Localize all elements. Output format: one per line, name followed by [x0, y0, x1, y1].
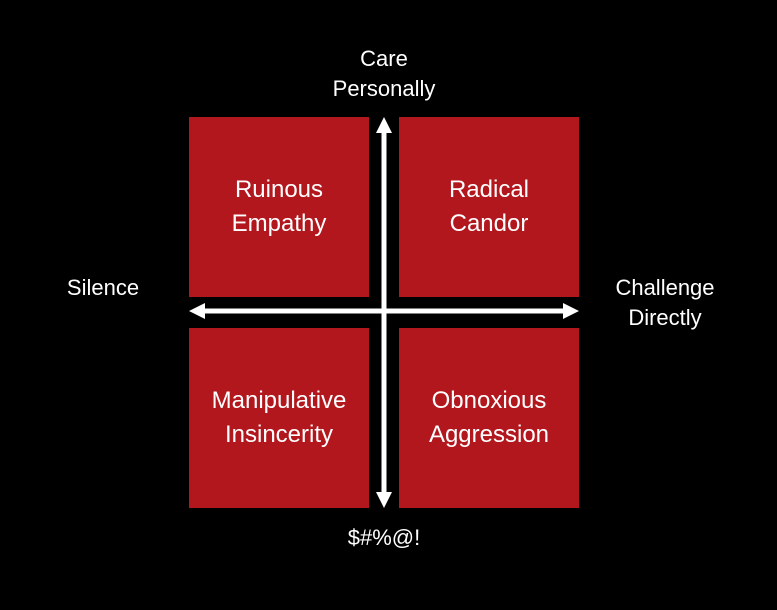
quadrant-label: Radical Candor [448, 176, 530, 237]
quadrant-label: Ruinous Empathy [231, 176, 327, 237]
arrowhead-up [376, 117, 392, 133]
quadrant-label: Obnoxious Aggression [428, 387, 550, 448]
axis-label-care-personally: Care Personally [332, 46, 436, 101]
arrowhead-left [189, 303, 205, 319]
quadrant-ruinous-empathy: Ruinous Empathy [189, 117, 369, 297]
axis-label-silence: Silence [66, 275, 140, 300]
quadrant-obnoxious-aggression: Obnoxious Aggression [399, 328, 579, 508]
quadrant-radical-candor: Radical Candor [399, 117, 579, 297]
quadrant-label: Manipulative Insincerity [211, 387, 347, 448]
horizontal-axis-arrow [189, 303, 579, 319]
quadrant-manipulative-insincerity: Manipulative Insincerity [189, 328, 369, 508]
arrowhead-right [563, 303, 579, 319]
axis-label-bottom: $#%@! [347, 525, 421, 550]
arrowhead-down [376, 492, 392, 508]
axis-label-challenge-directly: Challenge Directly [615, 275, 715, 330]
